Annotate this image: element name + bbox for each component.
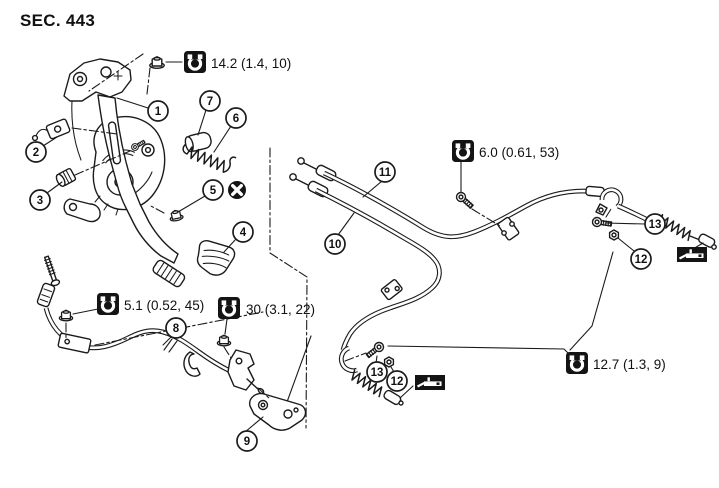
torque-wrench-icon [182, 49, 208, 75]
svg-text:4: 4 [240, 227, 247, 239]
assembly-axis-lines [71, 53, 165, 214]
grommet-part [55, 168, 77, 187]
svg-text:1: 1 [155, 106, 162, 118]
torque-wrench-icon [216, 295, 242, 321]
cable-break-marks [163, 338, 178, 353]
cable-bracket [227, 349, 255, 391]
svg-text:8: 8 [173, 323, 180, 335]
pedal-assembly [63, 58, 186, 288]
apply-grease-icon [399, 373, 447, 399]
callout-12-right: 12 [630, 248, 652, 270]
torque-spec-14-2: 14.2 (1.4, 10) [165, 49, 291, 75]
right-nut-12 [608, 229, 620, 241]
warning-switch-part [31, 118, 71, 142]
callout-9: 9 [236, 430, 258, 452]
bracket-nut [216, 334, 232, 347]
equalizer-bracket [249, 392, 307, 431]
rear-cable-assembly [36, 255, 307, 431]
torque-value: 6.0 (0.61, 53) [479, 145, 559, 160]
svg-text:13: 13 [649, 219, 662, 231]
svg-text:5: 5 [210, 185, 217, 197]
torque-value: 12.7 (1.3, 9) [593, 357, 666, 372]
callout-13-right: 13 [644, 213, 666, 235]
cable-boot [36, 282, 56, 308]
svg-text:3: 3 [37, 195, 43, 207]
callout-8: 8 [165, 317, 187, 339]
cable-threaded-rod [43, 255, 61, 287]
callout-7: 7 [199, 90, 221, 112]
pedal-arm [97, 94, 179, 264]
callout-5: 5 [202, 179, 224, 201]
pedal-tip-pad [152, 259, 186, 288]
pedal-pad-part [196, 240, 236, 276]
torque-value: 5.1 (0.52, 45) [124, 298, 204, 313]
cable-clamp-right [497, 216, 520, 241]
svg-text:12: 12 [391, 376, 404, 388]
callout-6: 6 [225, 107, 247, 129]
torque-value: 30 (3.1, 22) [246, 302, 315, 317]
cable-clamp-mid [380, 279, 403, 301]
torque-spec-12-7: 12.7 (1.3, 9) [387, 251, 666, 376]
non-reusable-part-icon [226, 179, 248, 201]
callout-10: 10 [324, 233, 346, 255]
svg-text:2: 2 [33, 147, 39, 159]
callout-12-bottom: 12 [386, 370, 408, 392]
front-cable-assembly [289, 157, 717, 406]
callout-2: 2 [25, 141, 47, 163]
torque-wrench-icon [564, 350, 590, 376]
clamp-bolt [453, 189, 476, 211]
svg-text:13: 13 [371, 367, 384, 379]
return-spring-part [182, 143, 237, 173]
svg-text:10: 10 [329, 239, 342, 251]
apply-grease-icon [675, 242, 709, 264]
section-title: SEC. 443 [20, 11, 95, 30]
svg-text:6: 6 [233, 113, 239, 125]
svg-text:9: 9 [244, 436, 250, 448]
torque-spec-6-0: 6.0 (0.61, 53) [450, 138, 559, 193]
svg-text:11: 11 [379, 167, 392, 179]
bracket-nut-part [149, 56, 165, 70]
bottom-nut-12 [383, 356, 395, 368]
cable-hook-guide [183, 351, 201, 377]
bottom-bolt-13 [364, 339, 387, 361]
callout-leaders [42, 97, 646, 433]
view-boundary-lines [269, 147, 312, 429]
svg-text:12: 12 [635, 254, 648, 266]
torque-value: 14.2 (1.4, 10) [211, 56, 291, 71]
bottom-adjuster-spring [351, 369, 383, 398]
torque-wrench-icon [450, 138, 476, 164]
torque-spec-30: 30 (3.1, 22) [216, 295, 315, 335]
svg-text:7: 7 [207, 96, 213, 108]
callout-13-bottom: 13 [366, 361, 388, 383]
torque-wrench-icon [95, 291, 121, 317]
callout-1: 1 [147, 100, 169, 122]
mount-bracket [63, 58, 132, 102]
cable-mount-nut [58, 309, 74, 322]
callout-11: 11 [374, 161, 396, 183]
pivot-nut-part [168, 208, 185, 223]
callout-4: 4 [232, 221, 254, 243]
cable-mount-plate [57, 332, 92, 354]
callout-3: 3 [29, 189, 51, 211]
torque-spec-5-1: 5.1 (0.52, 45) [72, 291, 204, 317]
